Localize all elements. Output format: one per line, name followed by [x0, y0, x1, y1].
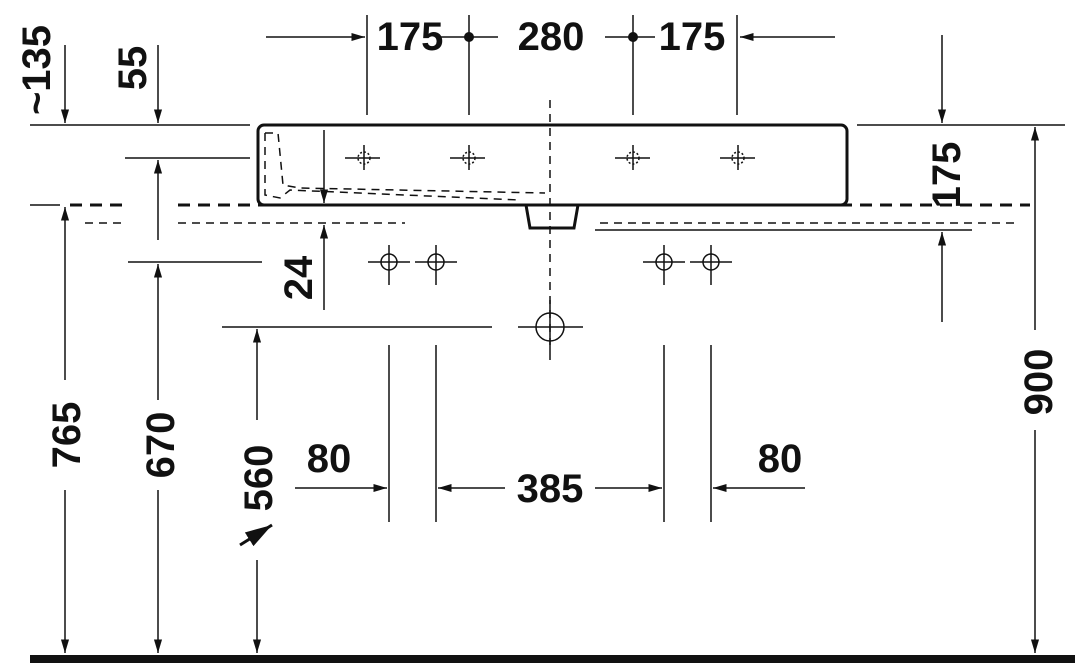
drain-outlet — [518, 300, 583, 360]
dim-bracket-right: 80 — [758, 437, 803, 481]
basin-outline — [256, 100, 849, 345]
dim-offset: 24 — [277, 255, 321, 300]
dim-height-765: 765 — [45, 402, 89, 469]
dim-height-670: 670 — [139, 412, 183, 479]
tap-hole-markers — [345, 145, 755, 170]
dim-bracket-span: 385 — [517, 467, 584, 511]
dimension-lines — [60, 32, 1040, 653]
dim-bracket-left: 80 — [307, 437, 352, 481]
reference-lines — [30, 15, 1065, 522]
arrow-560-pointer — [239, 523, 273, 547]
fixing-holes — [368, 245, 732, 360]
dim-height-900: 900 — [1017, 349, 1061, 416]
dim-tap-center: 280 — [518, 15, 585, 59]
dim-basin-height: 175 — [925, 142, 969, 209]
dim-tap-right: 175 — [659, 15, 726, 59]
dim-height-560: 560 — [237, 445, 281, 512]
dim-depth-overall: ~135 — [15, 25, 59, 115]
dim-depth-rim: 55 — [111, 46, 155, 91]
dim-tap-left: 175 — [377, 15, 444, 59]
floor-line — [30, 655, 1075, 663]
